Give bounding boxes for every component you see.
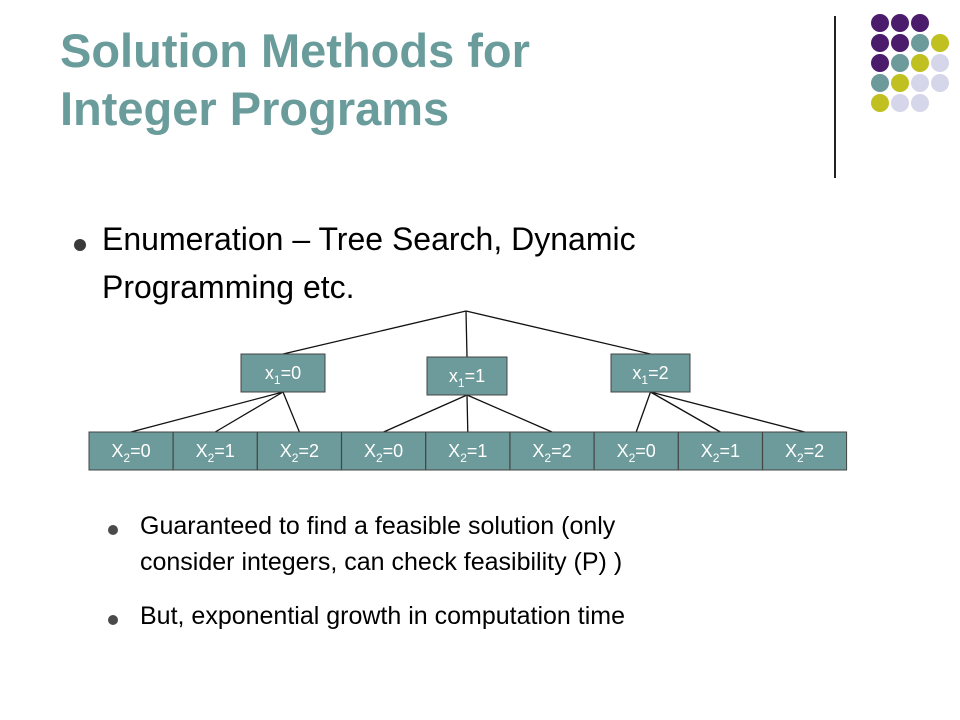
- decorative-dot: [891, 54, 909, 72]
- tree-node-x2: X2=2: [762, 431, 848, 471]
- tree-node-label: X2=2: [280, 441, 319, 465]
- decorative-dot: [911, 74, 929, 92]
- tree-edge: [466, 394, 469, 433]
- sub-bullet-dot-icon: [108, 615, 118, 625]
- tree-edge: [465, 310, 651, 355]
- tree-node-box: [88, 431, 174, 471]
- tree-edge: [466, 394, 553, 433]
- tree-node-label: X2=1: [701, 441, 740, 465]
- decorative-dot: [871, 34, 889, 52]
- header-divider: [834, 16, 836, 178]
- tree-node-x2: X2=2: [256, 431, 342, 471]
- tree-node-box: [425, 431, 511, 471]
- tree-node-label: x1=0: [265, 363, 301, 387]
- tree-node-label: x1=2: [632, 363, 668, 387]
- tree-edge: [465, 310, 468, 358]
- decorative-dot: [891, 14, 909, 32]
- sub-bullet-dot-icon: [108, 525, 118, 535]
- decorative-dot: [871, 74, 889, 92]
- tree-edge: [214, 391, 284, 433]
- sub-bullet-guaranteed-line1: Guaranteed to find a feasible solution (…: [140, 512, 616, 540]
- decorative-dot: [891, 34, 909, 52]
- tree-node-x1: x1=1: [426, 356, 508, 396]
- tree-node-x1: x1=2: [610, 353, 691, 393]
- tree-edge: [130, 391, 284, 433]
- tree-node-x2: X2=0: [341, 431, 427, 471]
- decorative-dot: [911, 54, 929, 72]
- tree-node-x1: x1=0: [240, 353, 326, 393]
- sub-bullet-guaranteed-line2: consider integers, can check feasibility…: [140, 548, 623, 576]
- tree-edge: [650, 391, 721, 433]
- bullet-enumeration-line2: Programming etc.: [102, 269, 355, 305]
- tree-node-label: X2=0: [364, 441, 403, 465]
- decorative-dot: [931, 54, 949, 72]
- tree-node-x2: X2=1: [425, 431, 511, 471]
- tree-edge: [282, 310, 467, 355]
- slide-title-line2: Integer Programs: [60, 82, 450, 135]
- tree-edge: [635, 391, 652, 433]
- tree-node-label: X2=0: [111, 441, 150, 465]
- tree-node-x2: X2=1: [677, 431, 763, 471]
- sub-bullet-exponential: But, exponential growth in computation t…: [140, 598, 860, 634]
- tree-edge: [282, 391, 301, 433]
- tree-node-label: X2=2: [785, 441, 824, 465]
- tree-node-box: [240, 353, 326, 393]
- tree-node-label: X2=1: [448, 441, 487, 465]
- bullet-dot-icon: [74, 239, 86, 251]
- tree-node-label: X2=0: [617, 441, 656, 465]
- tree-node-x2: X2=1: [172, 431, 258, 471]
- bullet-enumeration-line1: Enumeration – Tree Search, Dynamic: [102, 221, 636, 257]
- decorative-dot: [931, 34, 949, 52]
- slide-title-line1: Solution Methods for: [60, 24, 530, 77]
- sub-bullet-guaranteed: Guaranteed to find a feasible solution (…: [140, 508, 860, 580]
- tree-node-box: [762, 431, 848, 471]
- bullet-enumeration: Enumeration – Tree Search, Dynamic Progr…: [102, 215, 802, 311]
- tree-node-label: x1=1: [449, 366, 485, 390]
- decorative-dot: [871, 14, 889, 32]
- tree-node-x2: X2=2: [509, 431, 595, 471]
- decorative-dot: [871, 94, 889, 112]
- decorative-dot: [911, 14, 929, 32]
- decorative-dot: [911, 34, 929, 52]
- tree-node-box: [677, 431, 763, 471]
- decorative-dot: [871, 54, 889, 72]
- tree-edge: [650, 391, 805, 433]
- tree-node-x2: X2=0: [593, 431, 679, 471]
- tree-node-box: [593, 431, 679, 471]
- decorative-dot: [891, 74, 909, 92]
- tree-node-box: [610, 353, 691, 393]
- tree-node-box: [341, 431, 427, 471]
- tree-node-x2: X2=0: [88, 431, 174, 471]
- tree-node-label: X2=2: [532, 441, 571, 465]
- tree-node-label: X2=1: [196, 441, 235, 465]
- tree-node-box: [426, 356, 508, 396]
- decorative-dot: [891, 94, 909, 112]
- decorative-dot: [931, 74, 949, 92]
- sub-bullet-exponential-line1: But, exponential growth in computation t…: [140, 602, 625, 630]
- decorative-dot: [911, 94, 929, 112]
- tree-edge: [383, 394, 468, 433]
- slide-title: Solution Methods for Integer Programs: [60, 22, 800, 138]
